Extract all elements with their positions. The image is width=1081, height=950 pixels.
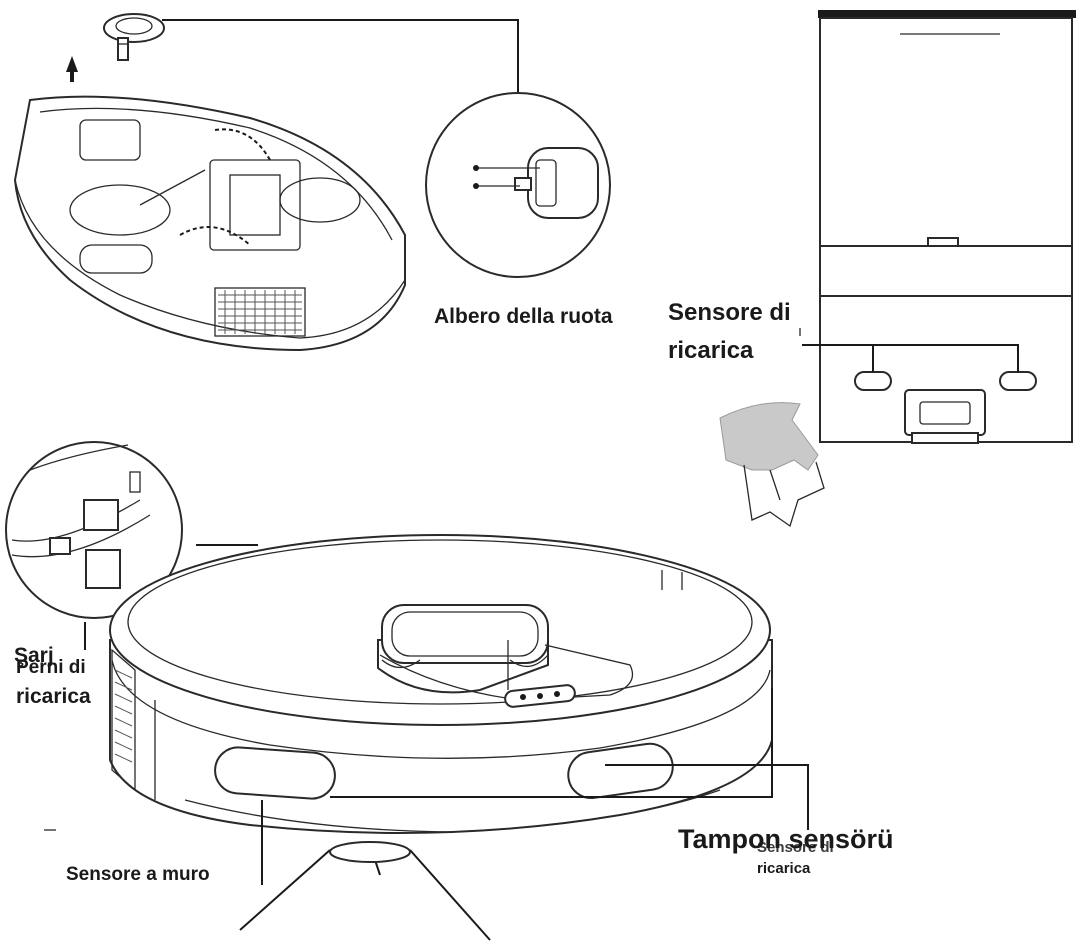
cleaning-cloth-icon	[719, 402, 825, 528]
pad-sensor-leader-line	[330, 688, 773, 798]
charge-sensor-label-line1: Sensore di	[668, 299, 791, 326]
charging-pins-label-overlap-b: Perni di	[16, 657, 86, 678]
wheel-axle-zoom	[425, 92, 611, 278]
wall-sensor-window	[214, 746, 336, 800]
pad-sensor-window	[567, 742, 674, 800]
charging-dock-illustration	[818, 10, 1076, 444]
pad-sensor-under-line1: Sensore di	[757, 839, 834, 856]
charging-pins-zoom	[5, 441, 183, 619]
wheel-axle-leader-line	[162, 19, 519, 95]
charging-pins-label-line2: ricarica	[16, 685, 91, 708]
charge-sensor-label-line2: ricarica	[668, 337, 754, 364]
dock-sensor-right	[999, 371, 1037, 391]
wheel-axle-label: Albero della ruota	[434, 305, 613, 328]
robot-top-illustration	[109, 534, 773, 941]
dock-sensor-left	[854, 371, 892, 391]
side-brush	[239, 841, 491, 941]
robot-side-grill	[111, 648, 136, 792]
dock-charging-plate	[904, 389, 986, 436]
charging-pins-label-overlap-a: Şarj	[14, 644, 54, 667]
pad-sensor-label: Tampon sensörü	[678, 824, 894, 854]
robot-underside-illustration	[13, 13, 406, 352]
pad-sensor-under-line2: ricarica	[757, 860, 811, 877]
up-arrow-icon	[66, 56, 78, 82]
caster-wheel-part	[103, 13, 165, 61]
lidar-dome	[377, 604, 634, 708]
wall-sensor-label: Sensore a muro	[66, 864, 210, 885]
underside-grill	[214, 287, 306, 337]
charge-sensor-leader-line	[802, 344, 1019, 372]
